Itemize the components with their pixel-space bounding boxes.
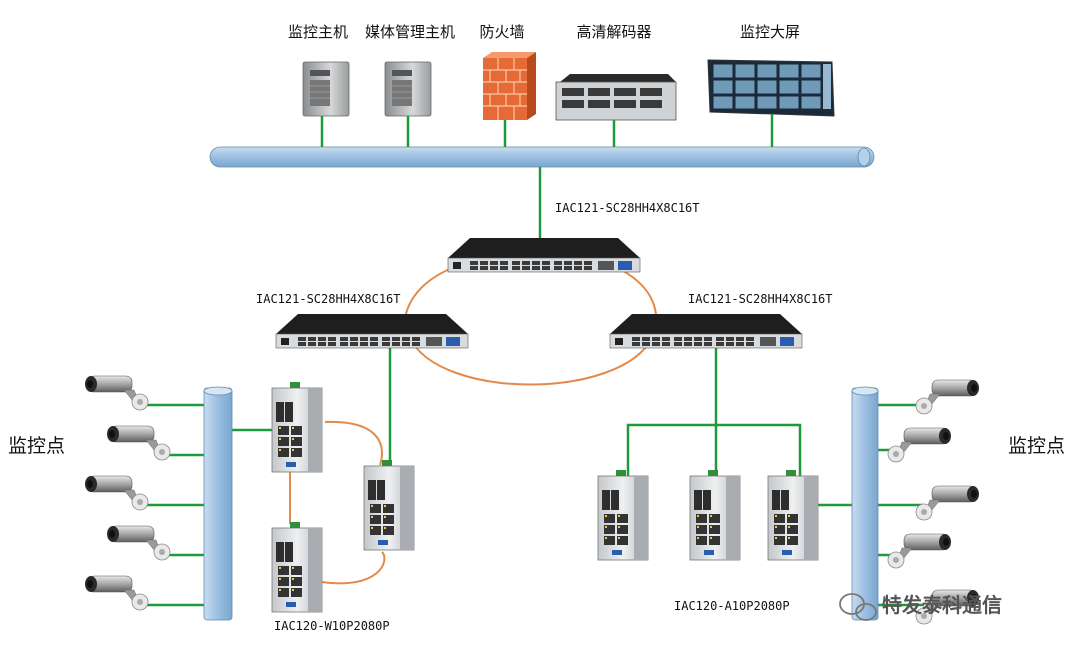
label-monitor-host: 监控主机 [288,23,348,41]
left-agg-switch-icon [275,313,469,349]
label-firewall: 防火墙 [479,23,524,41]
left-camera-4-icon [106,525,171,561]
left-monitoring-point-label: 监控点 [8,435,65,457]
right-access-model: IAC120-A10P2080P [674,599,790,613]
left-access-model: IAC120-W10P2080P [274,619,390,633]
green-links [140,114,924,607]
left-access-switch-1-icon [271,381,323,473]
left-camera-5-icon [84,575,149,611]
left-access-switch-3-icon [363,459,415,551]
left-camera-2-icon [106,425,171,461]
label-hd-decoder: 高清解码器 [576,23,651,41]
core-switch-model: IAC121-SC28HH4X8C16T [555,201,700,215]
right-monitoring-point-label: 监控点 [1008,435,1065,457]
left-camera-3-icon [84,475,149,511]
right-access-switch-2-icon [689,469,741,561]
core-switch-icon [447,237,641,273]
right-camera-3-icon [916,486,979,520]
right-camera-4-icon [888,534,951,568]
right-camera-2-icon [888,428,951,462]
label-media-host: 媒体管理主机 [365,23,455,41]
left-agg-switch-model: IAC121-SC28HH4X8C16T [256,292,401,306]
right-access-switch-1-icon [597,469,649,561]
label-video-wall: 监控大屏 [740,23,800,41]
right-vertical-bus [851,386,879,621]
hd-decoder-icon [555,74,677,121]
video-wall-icon [707,59,835,117]
left-access-switch-2-icon [271,521,323,613]
watermark-text: 特发泰科通信 [882,593,1002,617]
left-camera-1-icon [84,375,149,411]
media-host-server-icon [384,61,432,117]
firewall-icon [483,52,536,120]
right-camera-1-icon [916,380,979,414]
right-agg-switch-icon [609,313,803,349]
monitor-host-server-icon [302,61,350,117]
left-vertical-bus [203,386,233,621]
right-agg-switch-model: IAC121-SC28HH4X8C16T [688,292,833,306]
right-access-switch-3-icon [767,469,819,561]
backbone-bus [209,146,875,168]
wechat-icon [839,593,877,621]
